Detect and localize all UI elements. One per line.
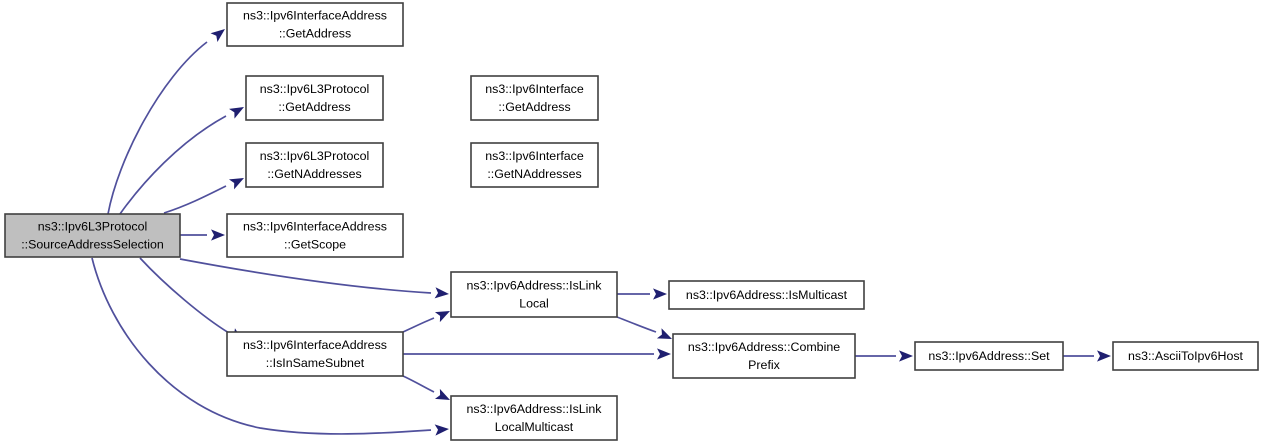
edge-src-to-addr_islinklocalmulticast	[91, 257, 449, 436]
edge-line	[616, 316, 657, 333]
edge-src-to-addr_islinklocal	[179, 258, 449, 299]
node-label-line1: ns3::Ipv6InterfaceAddress	[243, 219, 387, 233]
node-l3_getaddress[interactable]: ns3::Ipv6L3Protocol::GetAddress	[245, 75, 384, 121]
node-iface_getnaddresses[interactable]: ns3::Ipv6Interface::GetNAddresses	[470, 142, 599, 188]
edge-addr_islinklocal-to-addr_ismulticast	[617, 288, 667, 300]
edge-src-to-ifaddr_getscope	[180, 229, 225, 241]
arrow-head-icon	[228, 178, 244, 190]
node-label-line1: ns3::Ipv6L3Protocol	[260, 82, 370, 96]
edge-line	[163, 185, 227, 214]
node-label-line1: ns3::Ipv6Address::IsLink	[467, 402, 603, 416]
node-box[interactable]	[4, 213, 181, 258]
node-ifaddr_getscope[interactable]: ns3::Ipv6InterfaceAddress::GetScope	[226, 213, 404, 258]
edge-addr_set-to-asciitoipv6host	[1063, 350, 1111, 362]
edge-addr_combineprefix-to-addr_set	[855, 350, 913, 362]
node-box[interactable]	[450, 271, 618, 318]
node-label-line1: ns3::Ipv6Address::IsMulticast	[686, 288, 848, 302]
node-addr_ismulticast[interactable]: ns3::Ipv6Address::IsMulticast	[668, 280, 865, 310]
node-l3_getnaddresses[interactable]: ns3::Ipv6L3Protocol::GetNAddresses	[245, 142, 384, 188]
node-label-line1: ns3::Ipv6L3Protocol	[38, 219, 148, 233]
node-label-line1: ns3::Ipv6Address::Set	[928, 349, 1050, 363]
node-label-line2: ::GetAddress	[279, 26, 351, 40]
nodes-layer: ns3::Ipv6L3Protocol::SourceAddressSelect…	[4, 2, 1259, 441]
node-label-line2: ::GetNAddresses	[267, 167, 361, 181]
arrow-head-icon	[1097, 350, 1111, 362]
node-label-line2: Prefix	[748, 358, 780, 372]
edge-line	[107, 41, 208, 215]
edge-src-to-ifaddr_getaddress	[107, 29, 225, 215]
node-src[interactable]: ns3::Ipv6L3Protocol::SourceAddressSelect…	[4, 213, 181, 258]
arrow-head-icon	[434, 287, 449, 299]
node-asciitoipv6host[interactable]: ns3::AsciiToIpv6Host	[1112, 341, 1259, 371]
edge-ifaddr_isinsamesubnet-to-addr_combineprefix	[403, 348, 671, 360]
node-box[interactable]	[226, 331, 404, 377]
arrow-head-icon	[653, 288, 667, 300]
node-box[interactable]	[470, 75, 599, 121]
node-label-line1: ns3::Ipv6Interface	[485, 82, 584, 96]
node-box[interactable]	[226, 213, 404, 258]
node-label-line1: ns3::Ipv6Interface	[485, 149, 584, 163]
node-label-line2: Local	[519, 296, 549, 310]
edge-src-to-l3_getaddress	[119, 107, 244, 215]
node-label-line2: ::GetAddress	[278, 100, 350, 114]
edge-line	[139, 257, 230, 334]
node-box[interactable]	[470, 142, 599, 188]
node-addr_set[interactable]: ns3::Ipv6Address::Set	[914, 341, 1064, 371]
arrow-head-icon	[211, 229, 225, 241]
node-label-line2: ::GetScope	[284, 237, 346, 251]
edge-addr_islinklocal-to-addr_combineprefix	[616, 316, 672, 339]
node-box[interactable]	[1112, 341, 1259, 371]
node-label-line2: LocalMulticast	[495, 420, 574, 434]
node-label-line2: ::GetNAddresses	[487, 167, 581, 181]
edge-ifaddr_isinsamesubnet-to-addr_islinklocal	[402, 311, 450, 333]
node-box[interactable]	[226, 2, 404, 47]
edge-line	[91, 257, 432, 435]
node-label-line2: ::IsInSameSubnet	[266, 356, 365, 370]
arrow-head-icon	[229, 107, 244, 119]
arrow-head-icon	[656, 328, 672, 339]
node-box[interactable]	[245, 142, 384, 188]
node-box[interactable]	[914, 341, 1064, 371]
arrow-head-icon	[210, 29, 225, 43]
node-ifaddr_isinsamesubnet[interactable]: ns3::Ipv6InterfaceAddress::IsInSameSubne…	[226, 331, 404, 377]
edge-line	[402, 375, 435, 393]
node-label-line2: ::GetAddress	[498, 100, 570, 114]
arrow-head-icon	[434, 311, 450, 323]
node-box[interactable]	[450, 395, 618, 441]
edge-line	[119, 115, 227, 215]
node-iface_getaddress[interactable]: ns3::Ipv6Interface::GetAddress	[470, 75, 599, 121]
node-ifaddr_getaddress[interactable]: ns3::Ipv6InterfaceAddress::GetAddress	[226, 2, 404, 47]
arrow-head-icon	[434, 388, 450, 400]
edge-ifaddr_isinsamesubnet-to-addr_islinklocalmulticast	[402, 375, 450, 400]
node-box[interactable]	[668, 280, 865, 310]
node-label-line1: ns3::Ipv6Address::IsLink	[467, 278, 603, 292]
edge-src-to-l3_getnaddresses	[163, 178, 244, 214]
node-label-line1: ns3::Ipv6L3Protocol	[260, 149, 370, 163]
edge-line	[179, 258, 432, 294]
node-label-line2: ::SourceAddressSelection	[21, 237, 164, 251]
node-label-line1: ns3::Ipv6Address::Combine	[688, 340, 840, 354]
edge-line	[402, 317, 435, 333]
arrow-head-icon	[899, 350, 913, 362]
arrow-head-icon	[657, 348, 671, 360]
node-label-line1: ns3::Ipv6InterfaceAddress	[243, 338, 387, 352]
node-box[interactable]	[245, 75, 384, 121]
node-box[interactable]	[672, 333, 856, 379]
node-label-line1: ns3::Ipv6InterfaceAddress	[243, 8, 387, 22]
arrow-head-icon	[434, 424, 449, 436]
node-label-line1: ns3::AsciiToIpv6Host	[1128, 349, 1244, 363]
